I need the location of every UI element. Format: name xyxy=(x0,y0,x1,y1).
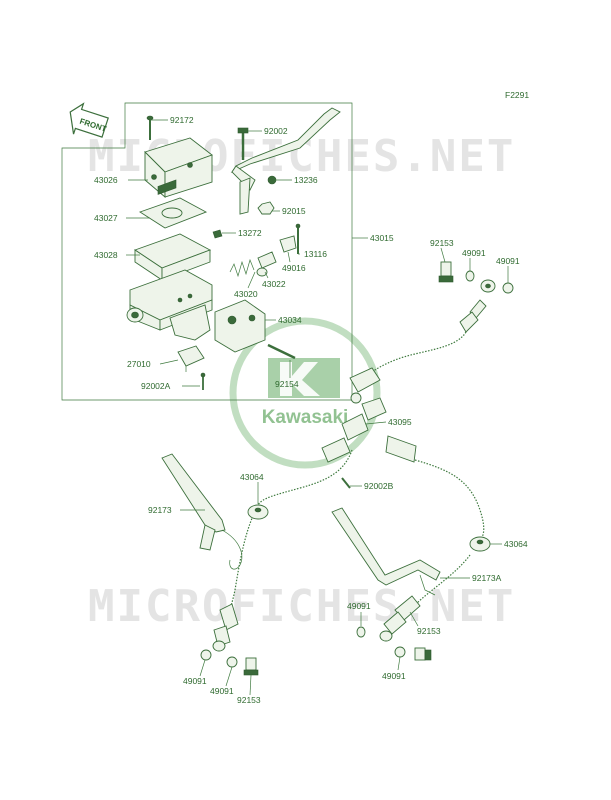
label-43027: 43027 xyxy=(94,213,118,223)
washer-49091-bl2 xyxy=(226,656,238,668)
master-cylinder-body xyxy=(126,269,213,341)
label-13116: 13116 xyxy=(304,249,327,259)
label-13272: 13272 xyxy=(238,228,262,238)
bolt-92002b xyxy=(341,477,351,489)
bracket-92173a xyxy=(331,507,441,596)
label-92002b: 92002B xyxy=(364,481,394,491)
front-arrow-icon: FRONT xyxy=(69,102,109,138)
banjo-bolt-92153-top xyxy=(438,261,454,283)
boot-49016 xyxy=(279,235,297,253)
reservoir-cap xyxy=(144,137,213,198)
kawasaki-logo-text: Kawasaki xyxy=(262,407,349,428)
screw-13272 xyxy=(212,229,223,239)
nut-92015 xyxy=(257,201,275,215)
label-92172: 92172 xyxy=(170,115,194,125)
pin-13116 xyxy=(295,223,301,254)
label-92173: 92173 xyxy=(148,505,172,515)
label-92002: 92002 xyxy=(264,126,288,136)
label-49091-bl1: 49091 xyxy=(183,676,207,686)
label-49091-top1: 49091 xyxy=(462,248,486,258)
diagram-id: F2291 xyxy=(505,90,529,100)
banjo-bolt-92153-br xyxy=(414,647,432,661)
kawasaki-logo: Kawasaki xyxy=(229,317,381,469)
washer-49091-top2 xyxy=(502,282,514,294)
watermark-bottom: MICROFICHES.NET xyxy=(88,581,515,632)
bolt-92154 xyxy=(267,343,296,360)
hose-right-lower xyxy=(414,554,471,606)
grommet-43064-left xyxy=(247,504,269,520)
label-92153-mid-r: 92153 xyxy=(417,626,441,636)
clamp-43034 xyxy=(214,299,266,353)
diaphragm-plate xyxy=(138,197,208,229)
label-43095: 43095 xyxy=(388,417,412,427)
bolt-92002 xyxy=(237,127,249,160)
hose-right xyxy=(414,459,485,541)
label-43015: 43015 xyxy=(370,233,394,243)
washer-49091-mid-r xyxy=(356,626,366,638)
master-cylinder-box xyxy=(61,102,353,401)
label-43028: 43028 xyxy=(94,250,118,260)
grommet-43064-right xyxy=(469,536,491,552)
label-92154: 92154 xyxy=(275,379,299,389)
washer-49091-br xyxy=(394,646,406,658)
label-27010: 27010 xyxy=(127,359,151,369)
brake-lever xyxy=(230,107,341,215)
washer-49091-bl1 xyxy=(200,649,212,661)
hose-fitting-top xyxy=(459,279,496,333)
label-13236: 13236 xyxy=(294,175,318,185)
hose-fitting-lower-left xyxy=(212,603,239,652)
hose-fitting-lower-right xyxy=(379,595,421,642)
label-49016: 49016 xyxy=(282,263,306,273)
label-49091-top2: 49091 xyxy=(496,256,520,266)
banjo-bolt-92153-bl xyxy=(243,657,259,676)
bracket-92173 xyxy=(161,453,243,570)
screw-92172 xyxy=(146,115,154,140)
label-49091-mid-r: 49091 xyxy=(347,601,371,611)
label-43064-right: 43064 xyxy=(504,539,528,549)
label-49091-bl2: 49091 xyxy=(210,686,234,696)
hose-left-lower xyxy=(223,504,259,621)
piston-assembly xyxy=(229,251,277,278)
label-43064-left: 43064 xyxy=(240,472,264,482)
label-49091-br: 49091 xyxy=(382,671,406,681)
brake-switch xyxy=(177,345,205,372)
splitter-43095 xyxy=(321,367,417,463)
leader-lines xyxy=(126,119,509,696)
label-43026: 43026 xyxy=(94,175,118,185)
label-43034: 43034 xyxy=(278,315,302,325)
label-92153-top: 92153 xyxy=(430,238,454,248)
label-92153-bl: 92153 xyxy=(237,695,261,705)
label-92015: 92015 xyxy=(282,206,306,216)
screw-92002a xyxy=(200,372,206,390)
hose-left xyxy=(257,449,353,506)
label-92002a: 92002A xyxy=(141,381,171,391)
label-43022: 43022 xyxy=(262,279,286,289)
label-92173a: 92173A xyxy=(472,573,502,583)
label-43020: 43020 xyxy=(234,289,258,299)
diaphragm xyxy=(134,179,212,281)
washer-49091-top1 xyxy=(465,270,475,282)
